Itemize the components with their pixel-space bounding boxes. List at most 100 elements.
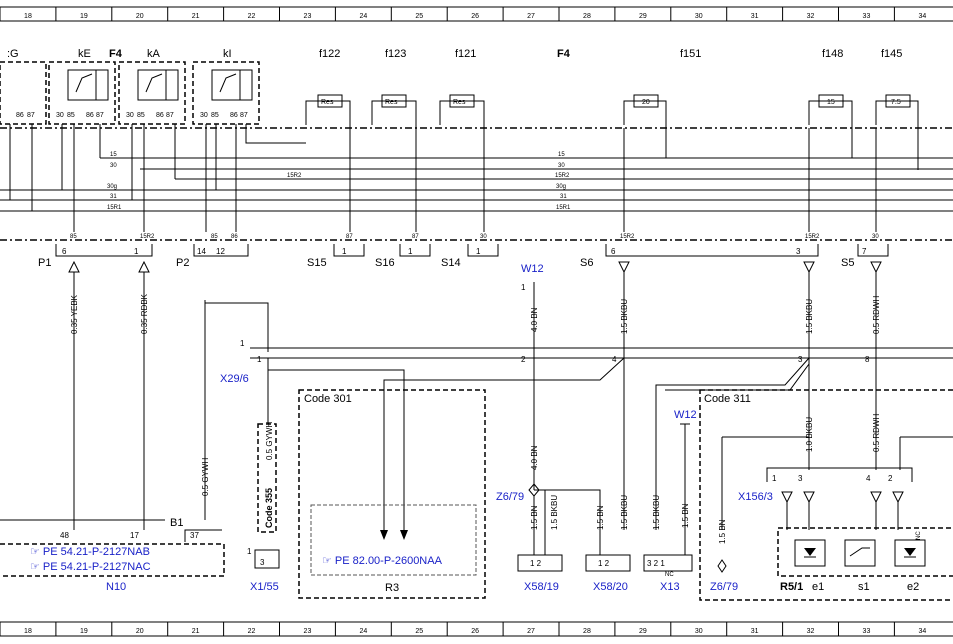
bus-lines: 15 30 15R2 30g 31 15R1 15 30 15R2 30g 31… <box>0 152 953 212</box>
wire-labels-upper: 0.35 YEBK 0.35 RDBK 4.0 BN 1.5 BKBU 1.5 … <box>70 293 881 334</box>
svg-text:1.5 BN: 1.5 BN <box>530 505 539 530</box>
svg-text:1.5 BN: 1.5 BN <box>681 503 690 528</box>
label-f4-left: F4 <box>109 48 123 60</box>
svg-text:NC: NC <box>916 531 922 540</box>
code-355-box: Code 355 0.5 GYWH 1 3 X1/55 <box>247 370 280 593</box>
svg-text:S6: S6 <box>580 257 593 269</box>
label-f4-center: F4 <box>557 48 571 60</box>
svg-text:31: 31 <box>110 194 117 200</box>
ruler-column-number: 24 <box>359 628 367 635</box>
svg-text:85: 85 <box>70 234 77 240</box>
svg-text:0.5 RDWH: 0.5 RDWH <box>872 414 881 452</box>
svg-text:1.5 BN: 1.5 BN <box>718 519 727 544</box>
svg-text:B1: B1 <box>170 517 183 529</box>
svg-text:NC: NC <box>665 572 674 578</box>
svg-text:15R2: 15R2 <box>805 234 820 240</box>
svg-text:0.5 GYWH: 0.5 GYWH <box>201 458 210 496</box>
fuse-f121: Res <box>439 94 485 232</box>
svg-text:X13: X13 <box>660 581 680 593</box>
b1-connector: 0.5 GYWH B1 37 <box>170 458 222 542</box>
ruler-column-number: 26 <box>471 13 479 20</box>
fuse-f151: 20 <box>623 94 667 158</box>
svg-text:1: 1 <box>408 247 413 256</box>
ruler-column-number: 33 <box>863 13 871 20</box>
ruler-column-number: 31 <box>751 13 759 20</box>
label-g-partial: :G <box>7 48 19 60</box>
ruler-column-number: 33 <box>863 628 871 635</box>
splice-x29-6: 1 1 2 4 3 8 X29/6 <box>204 300 953 530</box>
svg-text:87: 87 <box>96 112 104 119</box>
svg-text:1.5 BN: 1.5 BN <box>596 505 605 530</box>
w12-pin: 1 <box>521 283 526 292</box>
svg-text:X156/3: X156/3 <box>738 491 773 503</box>
fuse-f122: Res <box>305 94 351 232</box>
svg-text:87: 87 <box>166 112 174 119</box>
svg-text:S14: S14 <box>441 257 461 269</box>
svg-text:Code 301: Code 301 <box>304 393 352 405</box>
svg-text:R5/1: R5/1 <box>780 581 803 593</box>
connector-x58-19: 1 2 X58/19 <box>517 554 563 593</box>
label-ke: kE <box>78 48 91 60</box>
ruler-column-number: 32 <box>807 13 815 20</box>
ref-pe-82-00: ☞ PE 82.00-P-2600NAA <box>322 555 443 567</box>
svg-text:15R2: 15R2 <box>140 234 155 240</box>
svg-text:0.5 GYWH: 0.5 GYWH <box>265 422 274 460</box>
relay-feed-lines <box>9 124 877 232</box>
connector-w12-top: W12 <box>521 263 544 275</box>
svg-text:15R1: 15R1 <box>107 205 122 211</box>
ruler-column-number: 18 <box>24 628 32 635</box>
ruler-column-number: 34 <box>918 13 926 20</box>
svg-text:4.0 BN: 4.0 BN <box>530 445 539 470</box>
svg-text:86: 86 <box>230 112 238 119</box>
fuse-f145: 7.5 <box>875 94 919 170</box>
ruler-column-number: 22 <box>248 13 256 20</box>
svg-text:s1: s1 <box>858 581 870 593</box>
svg-text:15R2: 15R2 <box>620 234 635 240</box>
connector-x156-3: 1 3 4 2 X156/3 <box>738 467 913 530</box>
svg-text:Z6/79: Z6/79 <box>710 581 738 593</box>
svg-text:15R2: 15R2 <box>555 173 570 179</box>
ruler-column-number: 20 <box>136 628 144 635</box>
ruler-column-number: 25 <box>415 628 423 635</box>
relay-ki: 30 85 86 87 <box>192 61 260 125</box>
svg-text:P1: P1 <box>38 257 51 269</box>
svg-text:Z6/79: Z6/79 <box>496 491 524 503</box>
svg-text:X1/55: X1/55 <box>250 581 279 593</box>
ruler-column-number: 29 <box>639 628 647 635</box>
code-311-box: Code 311 1.0 BKBU 0.5 RDWH 1.5 BN <box>699 389 953 601</box>
svg-text:1.5 BKBU: 1.5 BKBU <box>805 299 814 334</box>
svg-text:Code 355: Code 355 <box>264 488 274 528</box>
label-ki: kI <box>223 48 232 60</box>
svg-text:e1: e1 <box>812 581 824 593</box>
label-f123: f123 <box>385 48 406 60</box>
ruler-column-number: 19 <box>80 628 88 635</box>
svg-text:85: 85 <box>211 112 219 119</box>
code-301-box: Code 301 ☞ PE 82.00-P-2600NAA R3 <box>298 389 486 599</box>
svg-text:N10: N10 <box>106 581 126 593</box>
svg-text:87: 87 <box>412 234 419 240</box>
label-f151: f151 <box>680 48 701 60</box>
svg-text:S16: S16 <box>375 257 395 269</box>
svg-text:1 2: 1 2 <box>530 559 542 568</box>
svg-text:☞ PE 54.21-P-2127NAB: ☞ PE 54.21-P-2127NAB <box>30 546 150 558</box>
svg-text:15: 15 <box>558 152 565 158</box>
svg-text:X58/19: X58/19 <box>524 581 559 593</box>
svg-text:15: 15 <box>827 99 835 106</box>
svg-text:X58/20: X58/20 <box>593 581 628 593</box>
terminal-block-s6: S6 6 3 <box>580 244 819 274</box>
svg-text:2: 2 <box>521 355 526 364</box>
svg-text:6: 6 <box>611 247 616 256</box>
connector-x29-6: X29/6 <box>220 373 249 385</box>
svg-text:Res: Res <box>321 99 334 106</box>
label-f148: f148 <box>822 48 843 60</box>
svg-text:1: 1 <box>772 474 777 483</box>
ruler-column-number: 28 <box>583 628 591 635</box>
connector-w12-right: W12 1.5 BN <box>674 409 697 555</box>
svg-text:87: 87 <box>27 112 35 119</box>
splice-z6-79-left: 4.0 BN Z6/79 1.5 BN 1.5 BKBU 1.5 BN 1.5 … <box>496 445 661 555</box>
svg-text:Res: Res <box>453 99 466 106</box>
svg-text:1.5 BKBU: 1.5 BKBU <box>620 299 629 334</box>
